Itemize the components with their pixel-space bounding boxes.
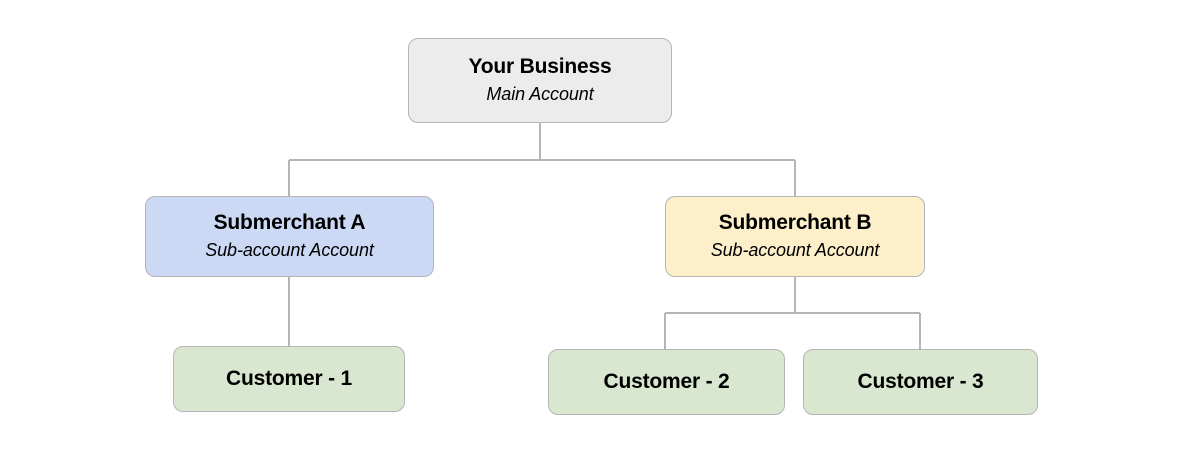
- node-root[interactable]: Your Business Main Account: [408, 38, 672, 123]
- node-customer-2[interactable]: Customer - 2: [548, 349, 785, 415]
- node-root-title: Your Business: [468, 55, 612, 79]
- node-submerchant-b-title: Submerchant B: [718, 211, 872, 235]
- node-submerchant-a-title: Submerchant A: [213, 211, 366, 235]
- node-customer-3[interactable]: Customer - 3: [803, 349, 1038, 415]
- node-customer-1[interactable]: Customer - 1: [173, 346, 405, 412]
- node-submerchant-b-subtitle: Sub-account Account: [710, 240, 880, 261]
- node-customer-3-title: Customer - 3: [857, 369, 984, 393]
- node-submerchant-b[interactable]: Submerchant B Sub-account Account: [665, 196, 925, 277]
- node-root-subtitle: Main Account: [486, 84, 594, 105]
- node-customer-2-title: Customer - 2: [603, 369, 730, 393]
- node-submerchant-a[interactable]: Submerchant A Sub-account Account: [145, 196, 434, 277]
- node-submerchant-a-subtitle: Sub-account Account: [205, 240, 374, 261]
- node-customer-1-title: Customer - 1: [226, 366, 352, 390]
